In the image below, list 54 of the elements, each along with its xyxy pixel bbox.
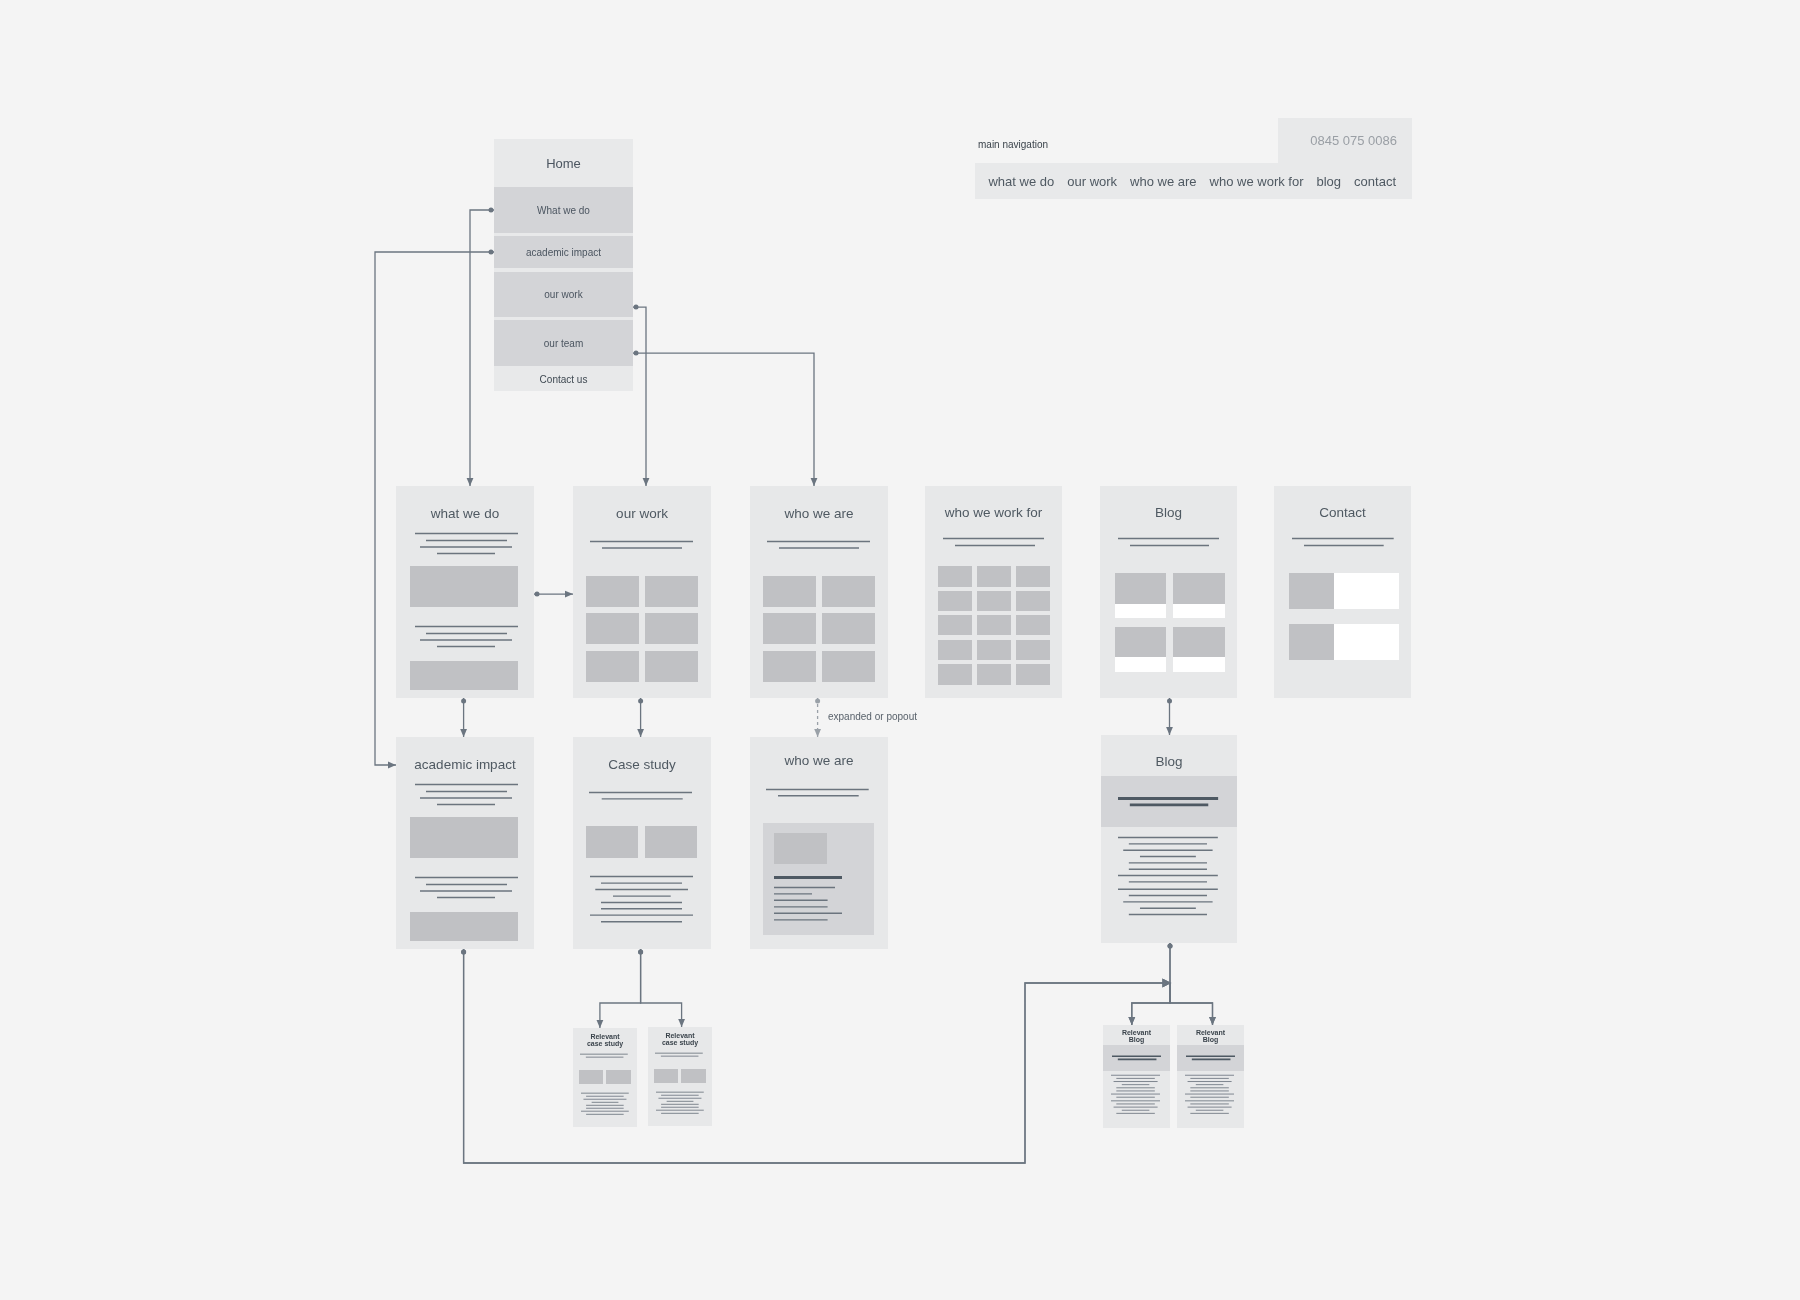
section-caption: main navigation: [978, 139, 1049, 150]
connector-arrow: [632, 304, 650, 487]
menu-item: [494, 272, 633, 317]
connector-arrow: [637, 697, 644, 738]
menu-item-text: What we do: [537, 204, 590, 216]
page-wireframe: [1103, 1025, 1170, 1128]
menu-heading: Home: [546, 155, 581, 171]
page-wireframe: [396, 737, 534, 949]
menu-item: [494, 236, 633, 268]
page-title: Contact: [1319, 504, 1366, 522]
page-title: Blog: [1155, 504, 1182, 522]
page-title: who we are: [784, 505, 854, 523]
nav-link: what we do: [988, 173, 1055, 189]
nav-link: who we are: [1130, 173, 1197, 189]
page-wireframe: [396, 486, 534, 698]
page-wireframe: [648, 1027, 712, 1126]
page-wireframe: [750, 486, 888, 698]
menu-item: [494, 320, 633, 366]
page-wireframe: [1101, 735, 1237, 943]
phone-number: 0845 075 0086: [1310, 133, 1397, 148]
connector-arrow: [533, 590, 574, 598]
page-title: what we do: [430, 505, 500, 523]
menu-item: [494, 187, 633, 233]
menu-item-text: our work: [544, 289, 583, 300]
nav-link: who we work for: [1209, 173, 1304, 189]
page-title: academic impact: [414, 756, 516, 774]
nav-link: our work: [1067, 173, 1118, 189]
page-title: who we are: [784, 752, 854, 770]
page-wireframe: [1100, 486, 1237, 698]
connector-arrow: [466, 207, 495, 487]
menu-item-text: our team: [543, 337, 584, 349]
page-title: Blog: [1155, 753, 1183, 771]
connector-arrow: [632, 350, 818, 487]
page-title: Case study: [608, 756, 676, 774]
page-wireframe: [573, 486, 711, 698]
nav-link: contact: [1354, 173, 1396, 189]
page-wireframe: [925, 486, 1062, 698]
dashed-arrow: [814, 697, 821, 738]
connector-arrow: [1166, 697, 1173, 736]
menu-item-text: Contact us: [539, 373, 588, 384]
menu-panel: [494, 139, 633, 391]
connector-arrow: [638, 948, 685, 1028]
page-wireframe: [1177, 1025, 1244, 1128]
menu-item-text: academic impact: [526, 246, 601, 258]
page-wireframe: [573, 1028, 637, 1127]
page-wireframe: [573, 737, 711, 949]
page-title: our work: [616, 505, 668, 523]
connector-arrow: [374, 249, 495, 769]
page-title: who we work for: [944, 504, 1043, 522]
page-wireframe: [750, 737, 888, 949]
connector-arrow: [460, 697, 467, 738]
page-wireframe: [1274, 486, 1411, 698]
nav-link: blog: [1316, 173, 1342, 189]
edge-label: expanded or popout: [826, 711, 919, 723]
